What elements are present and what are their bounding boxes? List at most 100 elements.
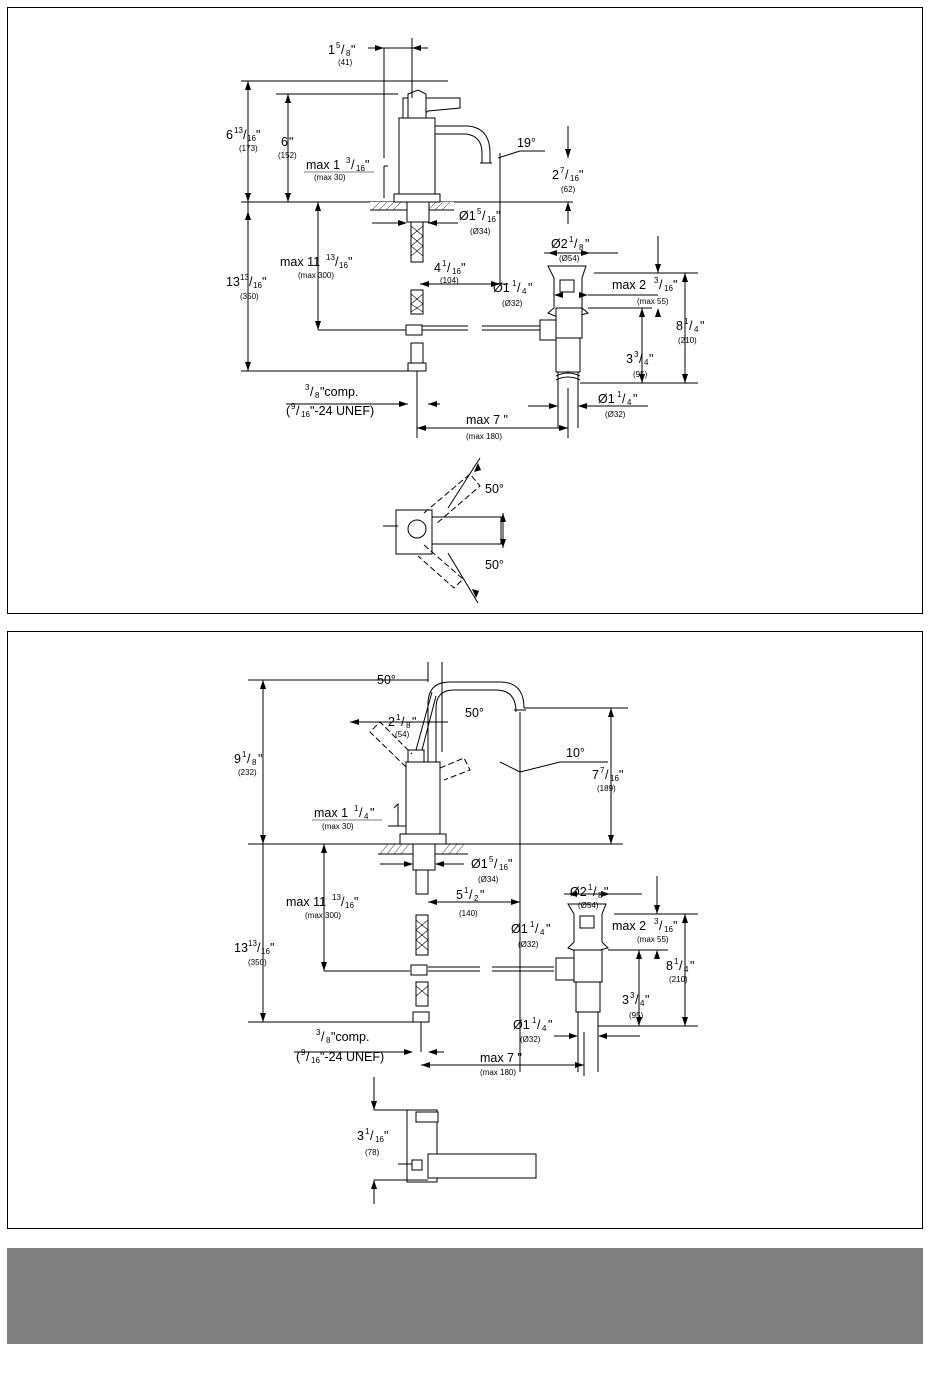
- svg-text:max 7 ": max 7 ": [466, 413, 508, 427]
- svg-text:(104): (104): [440, 276, 459, 285]
- svg-text:/: /: [306, 1050, 310, 1064]
- dim-label-total-height: 6 13 / 16 " (173): [226, 126, 260, 153]
- dim-label-drain-tail: 3 3 / 4 " (95): [626, 350, 653, 379]
- svg-text:max 1: max 1: [306, 158, 340, 172]
- svg-text:": ": [289, 135, 293, 149]
- svg-text:1: 1: [242, 750, 247, 759]
- svg-text:": ": [508, 857, 512, 871]
- svg-text:4: 4: [640, 999, 645, 1008]
- dimension-arrows: [245, 45, 688, 598]
- technical-drawing-1: 1 5 / 8 " (41) 6 13 / 16 " (173) 6 " (15…: [226, 38, 704, 604]
- dim-label-deck-thickness: max 1 1 / 4 " (max 30): [312, 804, 382, 831]
- dim-label-below-height: 13 13 / 16 " (350): [226, 273, 266, 301]
- drain-assembly: [555, 903, 609, 1072]
- svg-text:3: 3: [622, 993, 629, 1007]
- svg-text:": ": [354, 895, 358, 909]
- svg-text:4: 4: [364, 812, 369, 821]
- svg-text:/: /: [335, 255, 339, 269]
- svg-text:8: 8: [252, 758, 257, 767]
- svg-text:1: 1: [354, 804, 359, 813]
- svg-text:9: 9: [301, 1048, 306, 1057]
- svg-text:": ": [256, 128, 260, 142]
- svg-text:(Ø34): (Ø34): [470, 227, 491, 236]
- svg-text:13: 13: [248, 939, 257, 948]
- svg-text:5: 5: [477, 207, 482, 216]
- svg-text:"-24 UNEF): "-24 UNEF): [310, 404, 374, 418]
- svg-text:(max 55): (max 55): [637, 297, 669, 306]
- svg-text:8: 8: [346, 49, 351, 58]
- dimension-lines: [262, 662, 698, 1204]
- dim-label-hose-length: max 11 13 / 16 " (max 300): [286, 893, 358, 920]
- svg-text:1: 1: [588, 883, 593, 892]
- svg-text:/: /: [249, 275, 253, 289]
- dim-label-below-height: 13 13 / 16 " (350): [234, 939, 274, 967]
- svg-text:4: 4: [627, 398, 632, 407]
- dim-label-connection: 3 / 8 "comp. ( 9 / 16 "-24 UNEF): [286, 383, 374, 419]
- svg-text:(Ø32): (Ø32): [520, 1035, 541, 1044]
- dim-label-pop-up-diameter: Ø2 1 / 8 " (Ø54): [551, 235, 589, 263]
- svg-text:/: /: [659, 919, 663, 933]
- svg-text:/: /: [359, 806, 363, 820]
- svg-text:13: 13: [234, 941, 248, 955]
- dim-label-drain-hole: Ø1 1 / 4 " (Ø32): [511, 920, 550, 949]
- dim-label-drain-hole: Ø1 1 / 4 " (Ø32): [493, 279, 532, 308]
- svg-text:(Ø54): (Ø54): [578, 901, 599, 910]
- dim-label-base-depth: 3 1 / 16 " (78): [357, 1127, 388, 1157]
- svg-text:": ": [546, 922, 550, 936]
- svg-text:/: /: [341, 43, 345, 57]
- supply-hose: [410, 843, 436, 1052]
- svg-text:8: 8: [598, 891, 603, 900]
- svg-text:13: 13: [234, 126, 243, 135]
- svg-text:13: 13: [326, 253, 335, 262]
- svg-text:/: /: [494, 857, 498, 871]
- svg-text:16: 16: [247, 134, 256, 143]
- svg-text:": ": [370, 806, 374, 820]
- dim-label-connection: 3 / 8 "comp. ( 9 / 16 "-24 UNEF): [296, 1028, 384, 1065]
- svg-text:16: 16: [356, 164, 365, 173]
- svg-text:(Ø32): (Ø32): [502, 299, 523, 308]
- svg-text:Ø2: Ø2: [570, 885, 587, 899]
- svg-text:16: 16: [339, 261, 348, 270]
- dim-label-tailpiece: Ø1 1 / 4 " (Ø32): [513, 1016, 552, 1044]
- svg-text:2: 2: [474, 894, 479, 903]
- svg-text:": ": [528, 281, 532, 295]
- dim-label-tailpiece: Ø1 1 / 4 " (Ø32): [598, 390, 637, 419]
- svg-text:": ": [348, 255, 352, 269]
- svg-text:1: 1: [617, 390, 622, 399]
- svg-text:1: 1: [328, 43, 335, 57]
- svg-text:8: 8: [315, 391, 320, 400]
- svg-text:/: /: [243, 128, 247, 142]
- lever-angle-right-label: 50°: [465, 706, 484, 720]
- svg-text:max 2: max 2: [612, 278, 646, 292]
- svg-text:": ": [365, 158, 369, 172]
- svg-text:/: /: [310, 385, 314, 399]
- svg-text:": ": [412, 715, 416, 729]
- drain-assembly: [539, 265, 590, 428]
- dim-label-drain-total: 8 1 / 4 " (210): [676, 317, 704, 345]
- svg-text:1: 1: [365, 1127, 370, 1136]
- svg-text:": ": [690, 959, 694, 973]
- technical-drawing-2: 50° 50° 2 1 / 8 " (54) 9 1 / 8 " (232) 1…: [234, 662, 698, 1204]
- svg-text:8: 8: [326, 1036, 331, 1045]
- svg-text:(max 180): (max 180): [480, 1068, 516, 1077]
- svg-text:/: /: [689, 319, 693, 333]
- svg-text:1: 1: [674, 957, 679, 966]
- dim-label-deck-thickness: max 1 3 / 16 " (max 30): [304, 156, 374, 182]
- dim-label-drain-deck: max 2 3 / 16 " (max 55): [612, 276, 677, 306]
- top-view-lever: [383, 457, 504, 604]
- svg-text:/: /: [247, 752, 251, 766]
- svg-text:max 1: max 1: [314, 806, 348, 820]
- dim-label-hole-diameter: Ø1 5 / 16 " (Ø34): [471, 855, 512, 884]
- svg-text:": ": [700, 319, 704, 333]
- svg-text:3: 3: [634, 350, 639, 359]
- svg-text:Ø1: Ø1: [459, 209, 476, 223]
- dim-label-spout-reach: 2 7 / 16 " (62): [552, 166, 583, 194]
- dim-label-spout-offset: 1 5 / 8 " (41): [328, 41, 355, 67]
- svg-text:4: 4: [540, 928, 545, 937]
- svg-text:7: 7: [600, 766, 605, 775]
- svg-text:": ": [673, 919, 677, 933]
- svg-text:(62): (62): [561, 185, 576, 194]
- svg-text:1: 1: [512, 279, 517, 288]
- svg-text:3: 3: [305, 383, 310, 392]
- svg-text:16: 16: [610, 774, 619, 783]
